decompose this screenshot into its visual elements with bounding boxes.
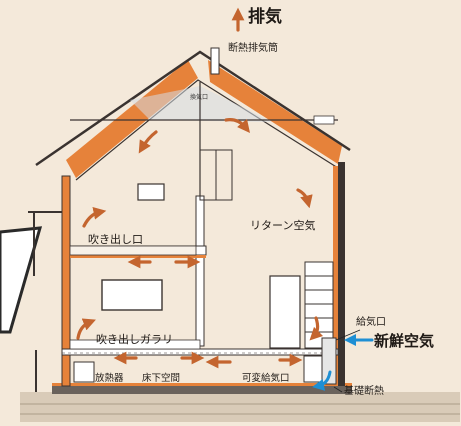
label-return-air: リターン空気 [250,219,316,232]
airflow-arrow [76,318,96,340]
roof-outline [35,50,351,167]
label-exhaust: 排気 [248,7,282,27]
airflow-arrow [138,130,158,154]
label-outlet-upper: 吹き出し口 [88,233,143,246]
airflow-arrow [82,206,107,228]
exhaust-duct [210,47,220,75]
ground-hatch [20,392,460,422]
inner-partition [195,195,205,347]
supply-duct [321,337,337,385]
label-underfloor-space: 床下空間 [142,373,181,384]
gallery-grille [69,339,201,350]
heater-unit [73,361,95,383]
wall-right-insulation [333,166,338,384]
sign-board [0,226,43,334]
foundation-insulation-leader [333,386,343,393]
door-right [269,275,301,349]
window-lower [101,279,163,311]
roof-insulation-left [66,60,198,178]
airflow-arrows [76,7,324,369]
label-variable-intake: 可変給気口 [242,373,290,384]
wall-right [338,162,345,386]
ground-hatch-lines [20,403,460,415]
label-insulated-exhaust-duct: 断熱排気筒 [228,43,278,54]
foundation-slab [52,386,352,394]
fresh-air-arrow [312,370,332,391]
attic-space [130,86,272,122]
label-fresh-air: 新鮮空気 [374,332,435,350]
upper-outlet-grille [69,245,197,256]
roof-insulation-right [208,60,342,164]
label-outlet-gallery: 吹き出しガラリ [96,333,173,346]
label-attic-vent: 換気口 [190,94,209,101]
fresh-air-arrows [312,334,374,391]
first-floor-slab [61,348,339,356]
label-supply-inlet: 給気口 [356,317,386,328]
second-floor-insulation [70,255,206,258]
roof-inner [75,79,339,181]
label-foundation-insulation: 基礎断熱 [344,386,384,397]
airflow-arrow [224,118,251,133]
label-heater: 放熱器 [95,373,124,384]
foundation-insulation-layer [52,383,352,386]
window-upper [137,183,165,201]
airflow-arrow [296,188,313,209]
staircase [304,261,334,349]
wall-left [61,175,71,387]
ceiling-vent-grille [313,115,335,125]
airflow-arrow [309,316,324,341]
